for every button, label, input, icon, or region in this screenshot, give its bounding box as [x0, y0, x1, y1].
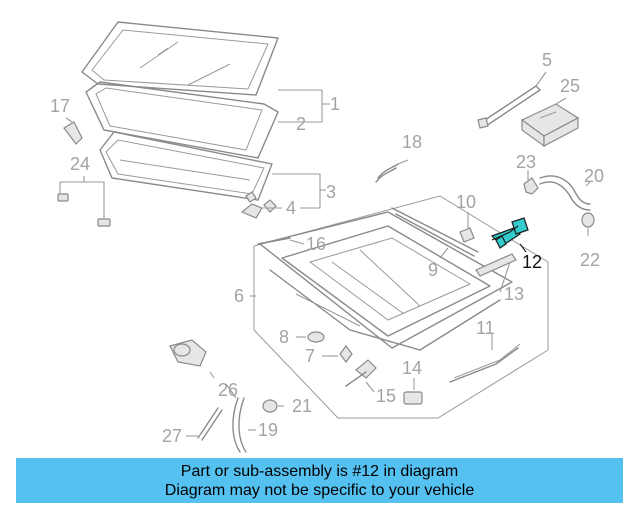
callout-12: 12	[522, 252, 542, 272]
callout-24: 24	[70, 154, 90, 174]
callout-labels: 1 2 3 4 5 6 7 8 9 10 11 12 13 14 15 16 1…	[50, 50, 604, 446]
part-17-bracket[interactable]	[63, 121, 83, 145]
callout-1: 1	[330, 94, 340, 114]
part-26-motor[interactable]	[169, 339, 207, 367]
part-6-frame-assembly[interactable]	[253, 195, 549, 419]
part-7-fastener[interactable]	[339, 345, 353, 363]
callout-20: 20	[584, 166, 604, 186]
part-1-glass-panel[interactable]	[81, 21, 279, 96]
banner-line-1: Part or sub-assembly is #12 in diagram	[180, 462, 459, 480]
callout-17: 17	[50, 96, 70, 116]
part-27-hose[interactable]	[197, 407, 223, 441]
callout-22: 22	[580, 250, 600, 270]
callout-26: 26	[218, 380, 238, 400]
part-18-hose[interactable]	[375, 163, 399, 183]
part-15-bracket[interactable]	[345, 359, 377, 387]
part-13-guide[interactable]	[475, 253, 517, 277]
part-8-washer[interactable]	[307, 331, 325, 343]
part-2-frame-seal[interactable]	[85, 81, 279, 159]
info-banner: Part or sub-assembly is #12 in diagram D…	[16, 458, 623, 503]
callout-5: 5	[542, 50, 552, 70]
part-16-seal-strip[interactable]	[257, 237, 291, 245]
part-4-clips[interactable]	[240, 191, 277, 219]
callout-9: 9	[428, 260, 438, 280]
callout-27: 27	[162, 426, 182, 446]
callout-7: 7	[305, 346, 315, 366]
callout-11: 11	[476, 318, 495, 338]
callout-8: 8	[279, 327, 289, 347]
part-9-rail[interactable]	[391, 207, 479, 257]
callout-2: 2	[296, 114, 306, 134]
part-20-hose[interactable]	[539, 175, 591, 211]
part-5-rod[interactable]	[477, 85, 541, 129]
callout-16: 16	[306, 234, 326, 254]
part-14-pad[interactable]	[403, 391, 423, 405]
callout-4: 4	[286, 198, 296, 218]
callout-23: 23	[516, 152, 536, 172]
callout-13: 13	[504, 284, 524, 304]
part-25-module[interactable]	[520, 103, 580, 148]
part-21-grommet[interactable]	[262, 399, 278, 413]
callout-3: 3	[326, 182, 336, 202]
callout-18: 18	[402, 132, 422, 152]
callout-14: 14	[402, 358, 422, 378]
part-24-clips[interactable]	[57, 193, 111, 227]
callout-10: 10	[456, 192, 476, 212]
part-10-bracket[interactable]	[459, 227, 475, 243]
part-12-highlighted-bracket[interactable]	[490, 217, 529, 249]
callout-6: 6	[234, 286, 244, 306]
callout-15: 15	[376, 386, 396, 406]
callout-21: 21	[292, 396, 312, 416]
banner-line-2: Diagram may not be specific to your vehi…	[164, 481, 475, 499]
part-19-hose[interactable]	[232, 397, 247, 453]
part-11-cable[interactable]	[449, 343, 521, 383]
callout-25: 25	[560, 76, 580, 96]
part-22-grommet[interactable]	[581, 212, 595, 228]
part-3-sunshade[interactable]	[99, 131, 273, 201]
part-23-clip[interactable]	[523, 177, 539, 195]
callout-19: 19	[258, 420, 278, 440]
leader-lines	[59, 71, 591, 437]
